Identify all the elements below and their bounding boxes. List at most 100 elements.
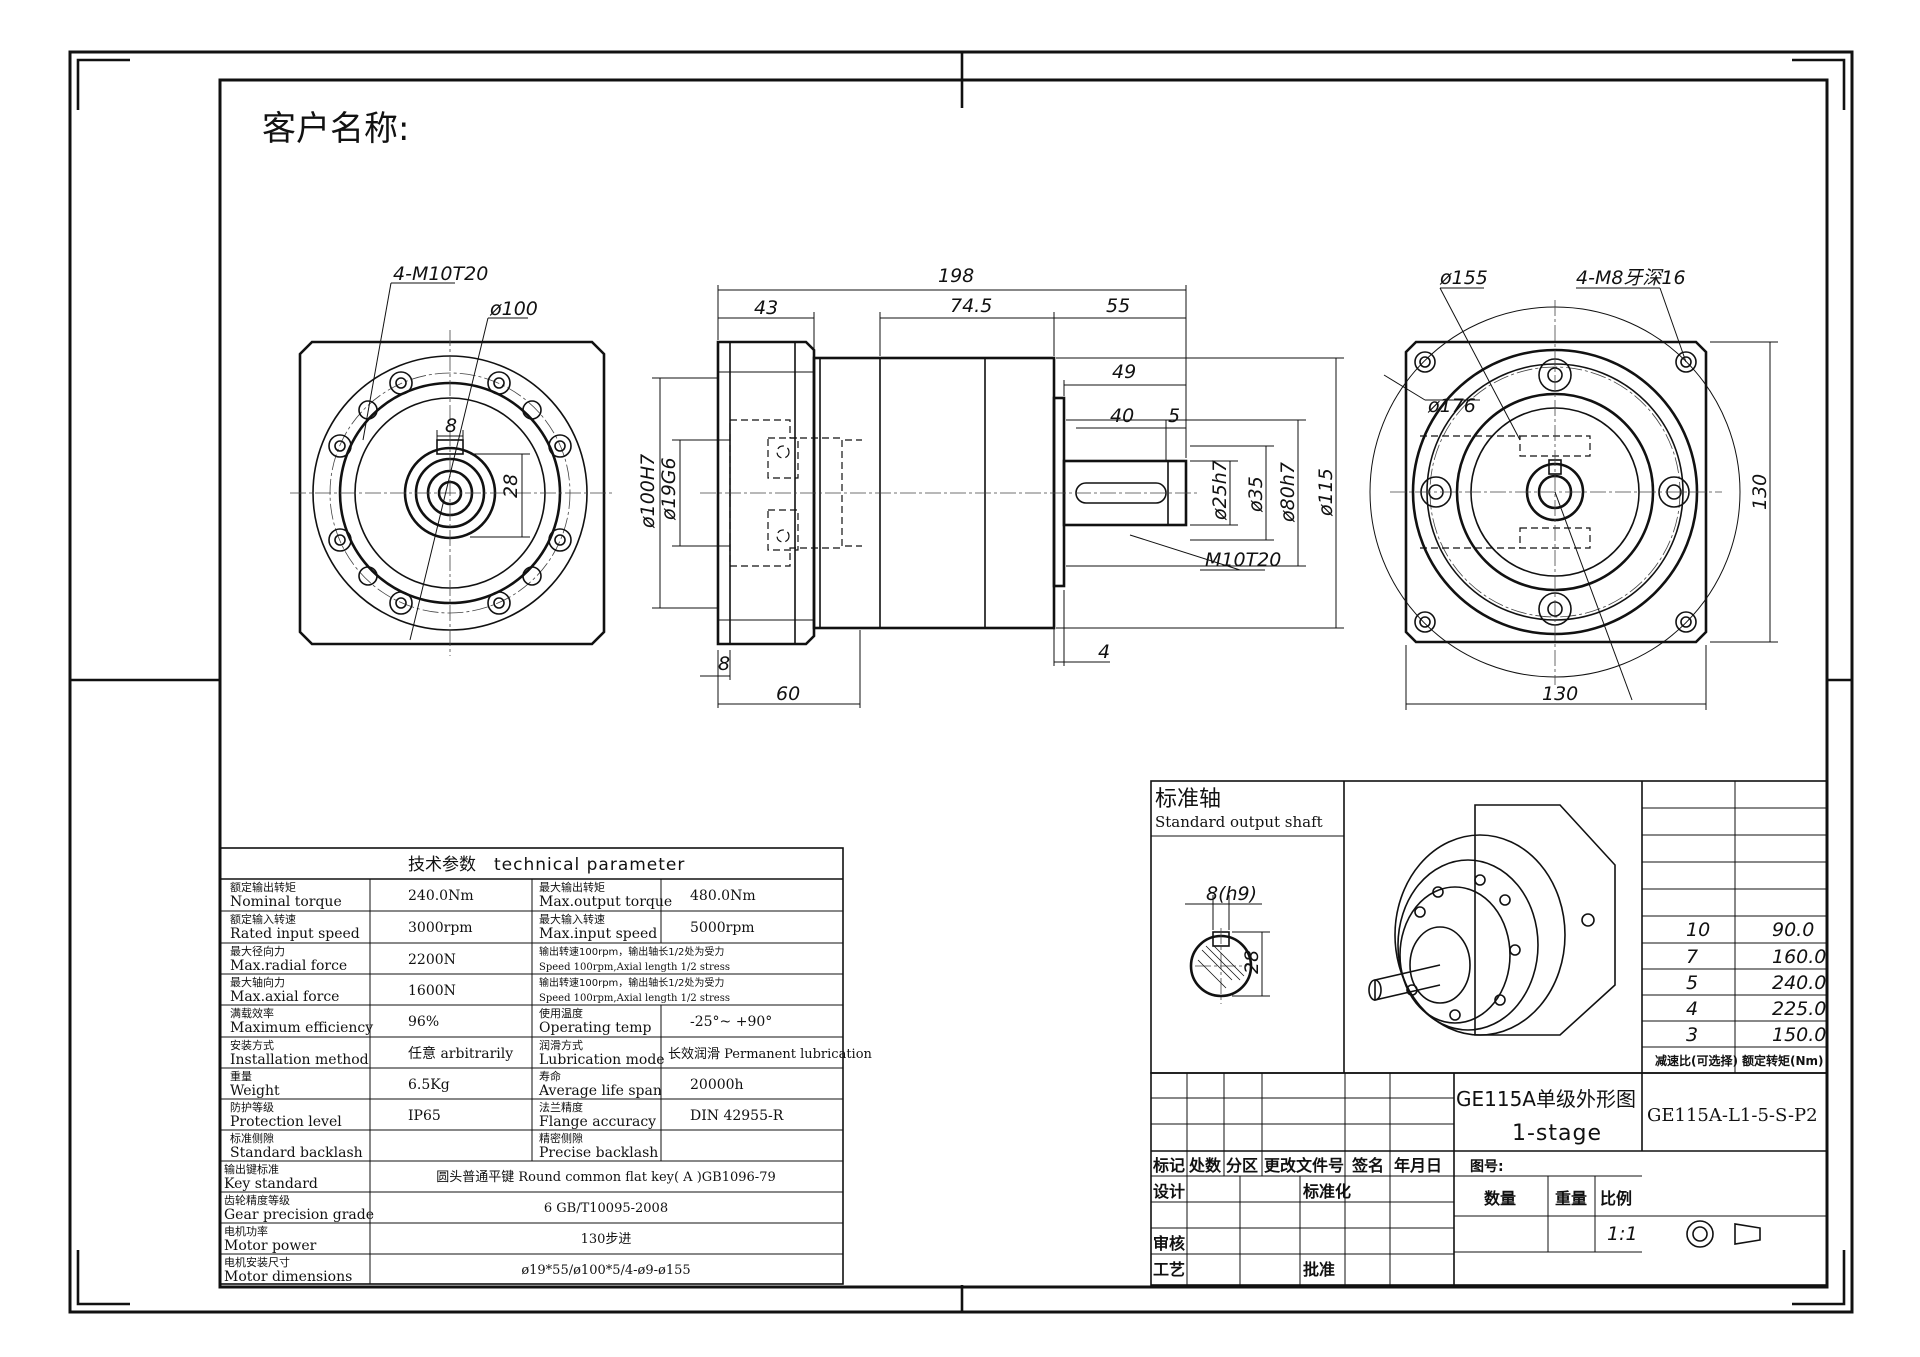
tech-row-label-cn: 重量 (230, 1069, 252, 1083)
tech-wide-label-cn: 电机功率 (224, 1224, 268, 1238)
tech-wide-label-cn: 输出键标准 (224, 1162, 279, 1176)
tech-row-value: 3000rpm (408, 920, 473, 936)
tb-process: 工艺 (1153, 1260, 1185, 1279)
tb-scale: 比例 (1600, 1189, 1632, 1208)
tech-title-cn: 技术参数 (408, 855, 476, 875)
right-view: ø155 4-M8牙深16 ø176 130 130 (1369, 267, 1778, 710)
tb-check: 审核 (1153, 1234, 1185, 1253)
dim-55: 55 (1106, 295, 1130, 317)
dim-right-phi155: ø155 (1439, 267, 1488, 289)
tech-wide-label-en: Motor dimensions (224, 1269, 352, 1285)
tech-row-label-en: Rated input speed (230, 926, 360, 942)
ratio-value: 7 (1686, 946, 1698, 968)
tb-h-doc: 更改文件号 (1264, 1156, 1344, 1175)
tech-row-right-label-cn: 精密侧隙 (539, 1131, 583, 1145)
left-flange-outline (298, 340, 606, 646)
tech-row-value: 240.0Nm (408, 888, 474, 904)
tech-row-right-label-cn: 输出转速100rpm，输出轴长1/2处为受力 (539, 945, 724, 958)
dim-shaft-tap: M10T20 (1205, 549, 1281, 571)
torque-value: 240.0 (1772, 972, 1826, 994)
side-view: 198 43 74.5 55 49 40 5 8 60 4 M10T20 ø10… (637, 265, 1344, 708)
tech-wide-value: ø19*55/ø100*5/4-ø9-ø155 (521, 1263, 690, 1278)
dim-left-holes: 4-M10T20 (393, 263, 488, 285)
ratio-header-ratio: 减速比(可选择) (1655, 1053, 1738, 1068)
dim-phi25h7: ø25h7 (1209, 460, 1231, 521)
tech-row-right-label-cn: 寿命 (539, 1069, 561, 1083)
tech-row-label-en: Max.radial force (230, 958, 347, 974)
ratio-value: 10 (1686, 919, 1710, 941)
torque-value: 150.0 (1772, 1024, 1826, 1046)
tech-row-label-cn: 额定输入转速 (230, 912, 296, 926)
dim-right-130-h: 130 (1542, 683, 1578, 705)
tech-row-value: 2200N (408, 952, 456, 968)
tech-row-label-en: Installation method (230, 1052, 369, 1068)
tech-row-right-label-en: Max.output torque (539, 894, 672, 910)
tb-h-sign: 签名 (1351, 1156, 1384, 1175)
dim-4: 4 (1098, 641, 1110, 663)
tech-row-label-en: Weight (230, 1083, 280, 1099)
dim-49: 49 (1112, 361, 1136, 383)
ratio-value: 4 (1686, 998, 1698, 1020)
dim-phi80h7: ø80h7 (1277, 462, 1299, 523)
dim-right-holes: 4-M8牙深16 (1576, 267, 1686, 289)
tech-row-right-label-cn: 最大输入转速 (539, 912, 605, 926)
shaft-title-cn: 标准轴 (1155, 787, 1221, 812)
dim-74-5: 74.5 (950, 295, 992, 317)
tech-row-right-value: 长效润滑 Permanent lubrication (668, 1047, 873, 1062)
tech-row-label-en: Nominal torque (230, 894, 342, 910)
tech-row-label-en: Max.axial force (230, 989, 339, 1005)
tech-row-right-value: 5000rpm (690, 920, 755, 936)
tech-row-value: 任意 arbitrarily (408, 1045, 513, 1062)
tech-wide-value: 圆头普通平键 Round common flat key( A )GB1096-… (436, 1170, 776, 1185)
title-name: GE115A单级外形图 (1456, 1087, 1636, 1111)
tech-row-label-cn: 满载效率 (230, 1006, 274, 1020)
tech-row-label-cn: 额定输出转矩 (230, 880, 296, 894)
tech-row-right-label-en: Flange accuracy (539, 1114, 656, 1130)
dim-right-phi176: ø176 (1427, 395, 1476, 417)
ratio-value: 3 (1686, 1024, 1698, 1046)
tb-weight: 重量 (1555, 1189, 1587, 1208)
dim-60: 60 (776, 683, 800, 705)
shaft-key-w: 8(h9) (1206, 883, 1257, 905)
title-stage: 1-stage (1512, 1121, 1602, 1146)
tech-row-label-en: Protection level (230, 1114, 342, 1130)
dim-phi35: ø35 (1245, 476, 1267, 513)
tb-drawing-no: 图号: (1470, 1159, 1504, 1175)
tech-row-right-label-en: Speed 100rpm,Axial length 1/2 stress (539, 993, 730, 1004)
tech-title-en: technical parameter (494, 855, 685, 875)
dim-8: 8 (718, 653, 730, 675)
dim-left-key-w: 8 (445, 415, 457, 437)
tech-row-right-value: 480.0Nm (690, 888, 756, 904)
dim-40: 40 (1110, 405, 1134, 427)
tb-standard: 标准化 (1302, 1182, 1351, 1201)
tech-row-value: 96% (408, 1014, 439, 1030)
inner-frame (218, 78, 1829, 1289)
tech-row-right-value: 20000h (690, 1077, 744, 1093)
customer-label: 客户名称: (262, 109, 409, 149)
tech-row-right-label-cn: 使用温度 (539, 1006, 583, 1020)
tech-row-right-value: DIN 42955-R (690, 1108, 784, 1124)
tech-row-right-value: -25°~ +90° (690, 1014, 772, 1030)
tech-row-label-cn: 标准侧隙 (230, 1131, 274, 1145)
dim-total-198: 198 (938, 265, 974, 287)
tech-row-value: 6.5Kg (408, 1077, 450, 1093)
projection-symbol-icon (1686, 1220, 1761, 1248)
tech-wide-label-en: Motor power (224, 1238, 317, 1254)
tech-row-label-en: Standard backlash (230, 1145, 363, 1161)
dim-right-130-v: 130 (1749, 474, 1771, 510)
tech-wide-value: 130步进 (581, 1232, 632, 1247)
tech-row-label-cn: 最大径向力 (230, 944, 285, 958)
shaft-key-h: 28 (1241, 950, 1263, 974)
tech-row-label-en: Maximum efficiency (230, 1020, 373, 1036)
tech-wide-label-cn: 齿轮精度等级 (224, 1193, 290, 1207)
tb-scale-value: 1:1 (1607, 1223, 1638, 1245)
tb-h-date: 年月日 (1394, 1156, 1442, 1175)
tb-h-zone: 分区 (1226, 1156, 1258, 1175)
shaft-title-en: Standard output shaft (1155, 813, 1323, 831)
dim-43: 43 (754, 297, 778, 319)
dim-left-phi100: ø100 (489, 298, 538, 320)
torque-value: 160.0 (1772, 946, 1826, 968)
tech-row-right-label-cn: 输出转速100rpm，输出轴长1/2处为受力 (539, 976, 724, 989)
